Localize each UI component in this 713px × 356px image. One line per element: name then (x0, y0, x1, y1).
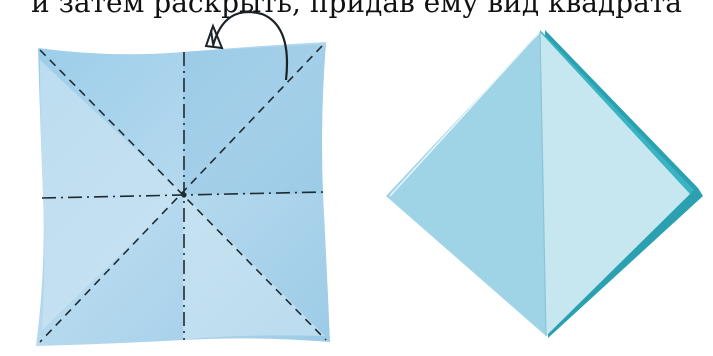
step-right-preliminary-base (386, 30, 703, 338)
paper-dark-panel-right (183, 44, 326, 194)
crease-center-point (181, 192, 186, 197)
base-right-face (540, 32, 690, 336)
step-left-square-sheet (36, 12, 330, 346)
base-left-face (386, 32, 546, 336)
